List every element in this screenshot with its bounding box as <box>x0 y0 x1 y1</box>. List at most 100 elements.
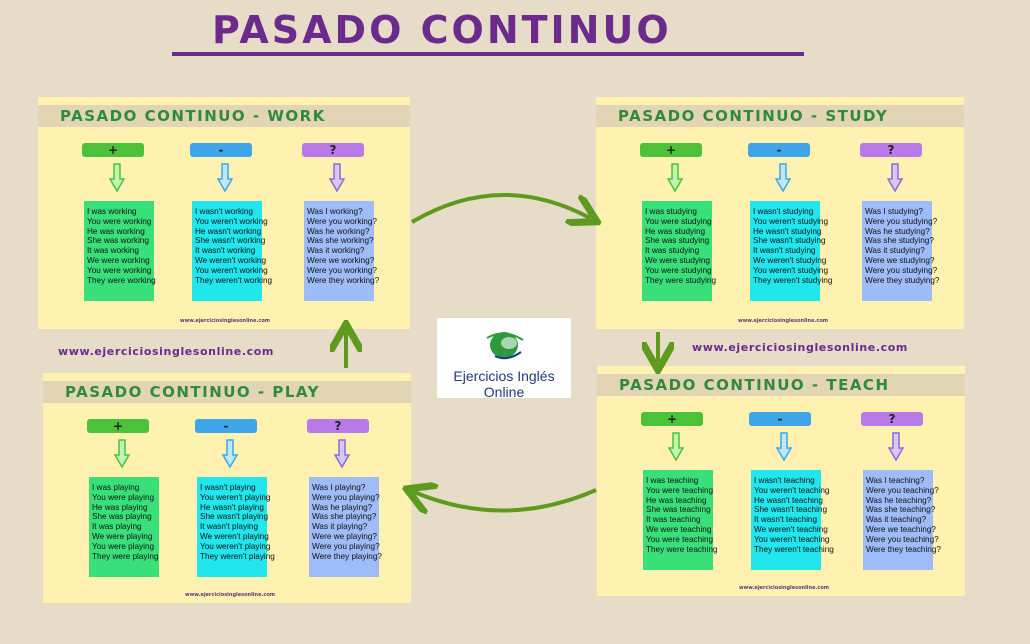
conjugation-line: Were you studying? <box>865 216 938 226</box>
note-question-study: Was I studying?Were you studying?Was he … <box>862 201 940 301</box>
conjugation-line: You weren't studying <box>753 216 828 226</box>
arrow-down-icon <box>334 439 350 469</box>
conjugation-line: Were they teaching? <box>866 544 941 554</box>
conjugation-line: Were we teaching? <box>866 524 936 534</box>
title-underline <box>172 52 804 56</box>
conjugation-line: It wasn't teaching <box>754 515 818 525</box>
conjugation-line: He wasn't teaching <box>754 495 823 505</box>
conjugation-line: He wasn't playing <box>200 502 264 512</box>
conjugation-line: I wasn't playing <box>200 483 256 492</box>
note-question-teach: Was I teaching?Were you teaching?Was he … <box>863 470 941 570</box>
conjugation-line: It wasn't working <box>195 246 256 256</box>
conjugation-line: He was working <box>87 226 145 236</box>
conjugation-line: She wasn't studying <box>753 236 826 246</box>
card-url-work[interactable]: www.ejerciciosinglesonline.com <box>180 318 270 324</box>
conjugation-line: It was teaching <box>646 515 701 525</box>
conjugation-line: She wasn't teaching <box>754 505 828 515</box>
card-header-study: PASADO CONTINUO - STUDY <box>596 105 964 127</box>
conjugation-line: We weren't playing <box>200 531 269 541</box>
card-header-work: PASADO CONTINUO - WORK <box>38 105 410 127</box>
tag-affirmative-study: + <box>640 143 702 157</box>
page-title: PASADO CONTINUO <box>212 8 672 52</box>
conjugation-line: She was working <box>87 236 149 246</box>
card-url-play[interactable]: www.ejerciciosinglesonline.com <box>185 592 275 598</box>
card-url-teach[interactable]: www.ejerciciosinglesonline.com <box>739 585 829 591</box>
logo: Ejercicios Inglés Online <box>437 318 571 400</box>
conjugation-line: Was it teaching? <box>866 515 927 525</box>
tag-negative-study: - <box>748 143 810 157</box>
site-url-left[interactable]: www.ejerciciosinglesonline.com <box>58 345 274 358</box>
conjugation-line: She wasn't playing <box>200 512 269 522</box>
conjugation-line: You were playing <box>92 492 155 502</box>
conjugation-line: Were you studying? <box>865 265 938 275</box>
globe-logo-icon <box>486 332 524 360</box>
card-header-play: PASADO CONTINUO - PLAY <box>43 381 411 403</box>
arrow-down-icon <box>109 163 125 193</box>
conjugation-line: Was he teaching? <box>866 495 932 505</box>
tag-question-study: ? <box>860 143 922 157</box>
conjugation-line: I was playing <box>92 483 140 492</box>
card-header-teach: PASADO CONTINUO - TEACH <box>597 374 965 396</box>
conjugation-line: She wasn't working <box>195 236 266 246</box>
conjugation-line: They were working <box>87 275 156 285</box>
arrow-down-icon <box>888 432 904 462</box>
conjugation-line: You were studying <box>645 265 712 275</box>
conjugation-line: Was he working? <box>307 226 370 236</box>
card-url-study[interactable]: www.ejerciciosinglesonline.com <box>738 318 828 324</box>
conjugation-line: You were working <box>87 216 152 226</box>
conjugation-line: It wasn't playing <box>200 522 258 532</box>
tag-question-work: ? <box>302 143 364 157</box>
conjugation-line: You weren't playing <box>200 541 271 551</box>
conjugation-line: Were they working? <box>307 275 380 285</box>
arrow-down-icon <box>668 432 684 462</box>
conjugation-line: They were teaching <box>646 544 718 554</box>
conjugation-line: Was I working? <box>307 207 363 216</box>
arrow-down-icon <box>776 432 792 462</box>
tag-question-play: ? <box>307 419 369 433</box>
conjugation-line: She was studying <box>645 236 710 246</box>
conjugation-line: Were you teaching? <box>866 485 939 495</box>
conjugation-line: You weren't working <box>195 216 268 226</box>
arrow-down-icon <box>775 163 791 193</box>
conjugation-line: You were teaching <box>646 534 714 544</box>
conjugation-line: We weren't working <box>195 255 267 265</box>
conjugation-line: Were you working? <box>307 265 377 275</box>
conjugation-line: Were you working? <box>307 216 377 226</box>
conjugation-line: You weren't teaching <box>754 534 830 544</box>
conjugation-line: Were you playing? <box>312 541 380 551</box>
conjugation-line: Was it studying? <box>865 246 925 256</box>
conjugation-line: I was working <box>87 207 137 216</box>
conjugation-line: Was I playing? <box>312 483 366 492</box>
conjugation-line: I wasn't working <box>195 207 253 216</box>
site-url-right[interactable]: www.ejerciciosinglesonline.com <box>692 341 908 354</box>
conjugation-line: Was it working? <box>307 246 365 256</box>
conjugation-line: You weren't studying <box>753 265 828 275</box>
tag-negative-teach: - <box>749 412 811 426</box>
conjugation-line: You were teaching <box>646 485 714 495</box>
conjugation-line: You weren't playing <box>200 492 271 502</box>
tag-affirmative-work: + <box>82 143 144 157</box>
conjugation-line: They were studying <box>645 275 716 285</box>
conjugation-line: Was he playing? <box>312 502 373 512</box>
conjugation-line: You were studying <box>645 216 712 226</box>
conjugation-line: They were playing <box>92 551 159 561</box>
conjugation-line: It was studying <box>645 246 700 256</box>
conjugation-line: I wasn't teaching <box>754 476 815 485</box>
conjugation-line: Was I teaching? <box>866 476 925 485</box>
conjugation-line: I was studying <box>645 207 697 216</box>
conjugation-line: They weren't teaching <box>754 544 834 554</box>
arrow-down-icon <box>887 163 903 193</box>
conjugation-line: Was it playing? <box>312 522 368 532</box>
conjugation-line: Was I studying? <box>865 207 923 216</box>
conjugation-line: He wasn't studying <box>753 226 822 236</box>
arrow-teach-to-play <box>414 490 597 511</box>
conjugation-line: I was teaching <box>646 476 699 485</box>
conjugation-line: They weren't studying <box>753 275 833 285</box>
